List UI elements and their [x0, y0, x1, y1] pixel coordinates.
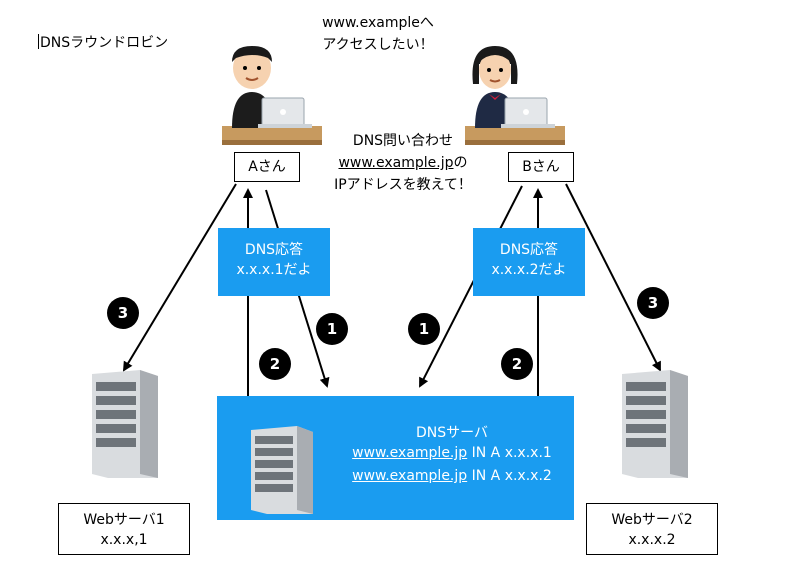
arrow-b-query	[419, 185, 523, 388]
person-b-illustration	[465, 46, 565, 145]
query-line-3: IPアドレスを教えて！	[334, 177, 472, 193]
dns-record-1: www.example.jp IN A x.x.x.1	[337, 445, 567, 461]
user-a-label: Aさん	[234, 152, 300, 182]
dns-record-2-rest: IN A x.x.x.2	[467, 468, 552, 484]
query-domain-link[interactable]: www.example.jp	[338, 155, 454, 171]
response-a-line-2: x.x.x.1だよ	[236, 262, 312, 278]
web-server-2-name: Webサーバ2	[611, 512, 693, 528]
step-2-badge-right: 2	[501, 348, 533, 380]
query-line-2: www.example.jpの	[328, 152, 478, 174]
speech-line-1: www.exampleへ	[322, 15, 434, 31]
dns-server-label: DNSサーバ	[416, 425, 488, 441]
dns-response-a: DNS応答 x.x.x.1だよ	[218, 228, 330, 296]
dns-query-text: DNS問い合わせ www.example.jpの IPアドレスを教えて！	[328, 130, 478, 196]
query-line-2-suffix: の	[453, 155, 468, 171]
step-3-badge-right: 3	[637, 287, 669, 319]
dns-server-box: DNSサーバ www.example.jp IN A x.x.x.1 www.e…	[217, 396, 574, 520]
dns-server-icon	[251, 426, 313, 514]
diagram-title: DNSラウンドロビン	[37, 32, 168, 52]
dns-record-2-domain[interactable]: www.example.jp	[352, 468, 468, 484]
web-server-1-label: Webサーバ1 x.x.x,1	[58, 503, 190, 555]
step-3-badge-left: 3	[107, 297, 139, 329]
web-server-2-icon	[622, 370, 688, 478]
step-2-badge-left: 2	[259, 348, 291, 380]
web-server-1-ip: x.x.x,1	[100, 532, 148, 548]
arrow-b-web	[565, 183, 661, 372]
dns-record-2: www.example.jp IN A x.x.x.2	[337, 468, 567, 484]
step-1-badge-left: 1	[316, 313, 348, 345]
speech-bubble-text: www.exampleへ アクセスしたい！	[318, 12, 438, 56]
dns-response-b: DNS応答 x.x.x.2だよ	[473, 228, 585, 296]
response-b-line-2: x.x.x.2だよ	[491, 262, 567, 278]
web-server-1-icon	[92, 370, 158, 478]
query-line-1: DNS問い合わせ	[352, 133, 454, 149]
arrow-a-web	[122, 183, 237, 372]
web-server-1-name: Webサーバ1	[83, 512, 165, 528]
web-server-2-label: Webサーバ2 x.x.x.2	[586, 503, 718, 555]
user-b-label: Bさん	[508, 152, 574, 182]
speech-line-2: アクセスしたい！	[322, 37, 434, 53]
response-a-line-1: DNS応答	[244, 242, 304, 258]
web-server-2-ip: x.x.x.2	[628, 532, 676, 548]
dns-record-1-domain[interactable]: www.example.jp	[352, 445, 468, 461]
dns-record-1-rest: IN A x.x.x.1	[467, 445, 552, 461]
person-a-illustration	[222, 46, 322, 145]
step-1-badge-right: 1	[408, 313, 440, 345]
response-b-line-1: DNS応答	[499, 242, 559, 258]
